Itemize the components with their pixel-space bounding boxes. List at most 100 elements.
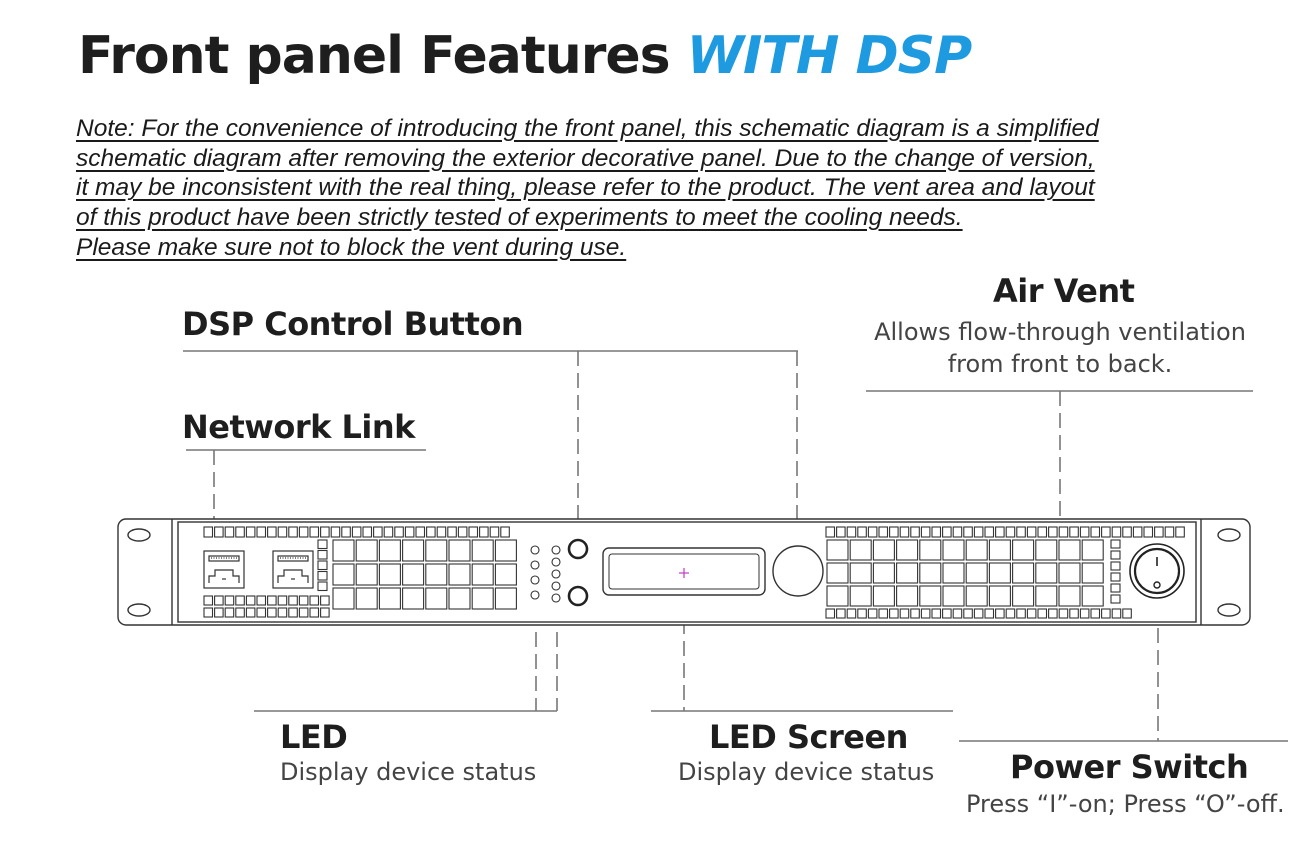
ethernet-port-icon	[272, 550, 314, 589]
vent-slot	[332, 587, 355, 610]
vent-slot	[298, 526, 309, 538]
ethernet-port-icon	[203, 550, 245, 589]
vent-slot	[245, 595, 256, 606]
vent-slot	[317, 539, 328, 550]
vent-slot	[447, 526, 457, 538]
vent-slot	[494, 587, 517, 610]
vent-slot	[1101, 526, 1111, 538]
vent-slot	[224, 595, 235, 606]
vent-slot	[277, 526, 288, 538]
vent-slot	[1016, 526, 1026, 538]
vent-slot	[288, 607, 298, 618]
vent-slot	[872, 562, 895, 584]
note-line: of this product have been strictly teste…	[76, 204, 963, 232]
vent-slot	[942, 539, 965, 561]
power-switch-inner	[1133, 547, 1181, 595]
vent-slot	[1005, 526, 1016, 538]
vent-slot	[984, 608, 995, 619]
vent-slot	[889, 608, 899, 619]
vent-slot	[1175, 526, 1185, 538]
vent-slot	[1110, 572, 1121, 582]
vent-slot	[1005, 608, 1016, 619]
vent-slot	[426, 526, 436, 538]
vent-slot	[896, 539, 919, 561]
dsp-button-down	[567, 585, 589, 607]
vent-slot	[1101, 608, 1111, 619]
note-block: Note: For the convenience of introducing…	[76, 114, 1266, 263]
vent-slot	[988, 562, 1011, 584]
lcd-screen	[602, 547, 766, 596]
vent-slot	[1026, 526, 1037, 538]
vent-slot	[1058, 526, 1069, 538]
vent-slot	[500, 526, 510, 538]
vent-slot	[224, 607, 235, 618]
vent-slot	[436, 526, 447, 538]
vent-slot	[245, 607, 256, 618]
vent-slot	[973, 608, 984, 619]
vent-slot	[332, 539, 355, 562]
vent-slot	[899, 608, 910, 619]
vent-slot	[942, 608, 952, 619]
vent-slot	[988, 539, 1011, 561]
vent-slot	[857, 608, 867, 619]
vent-slot	[330, 526, 341, 538]
vent-slot	[320, 607, 330, 618]
vent-slot	[1122, 526, 1132, 538]
vent-slot	[378, 587, 401, 610]
vent-slot	[235, 526, 245, 538]
vent-slot	[425, 587, 448, 610]
vent-slot	[872, 585, 895, 607]
vent-slot	[1079, 608, 1090, 619]
vent-slot	[1069, 608, 1079, 619]
vent-slot	[920, 608, 931, 619]
vent-slot	[1164, 526, 1175, 538]
vent-slot	[332, 563, 355, 586]
vent-slot	[494, 563, 517, 586]
vent-slot	[965, 585, 988, 607]
vent-slot	[919, 562, 942, 584]
vent-slot	[235, 595, 245, 606]
led-screen-desc: Display device status	[678, 758, 935, 786]
vent-slot	[896, 585, 919, 607]
vent-slot	[214, 595, 224, 606]
vent-slot	[1132, 526, 1143, 538]
air-vent-grid	[203, 526, 1185, 619]
vent-slot	[362, 526, 373, 538]
vent-slot	[825, 608, 836, 619]
vent-slot	[317, 560, 328, 571]
vent-slot	[857, 526, 867, 538]
vent-slot	[355, 539, 378, 562]
vent-slot	[963, 526, 973, 538]
vent-slot	[942, 562, 965, 584]
vent-slot	[1058, 585, 1081, 607]
status-leds	[530, 545, 561, 603]
vent-slot	[1090, 526, 1101, 538]
vent-slot	[394, 526, 404, 538]
vent-slot	[919, 585, 942, 607]
led-indicator	[551, 593, 561, 603]
vent-slot	[965, 562, 988, 584]
leader-lines	[183, 350, 1288, 742]
vent-slot	[826, 562, 849, 584]
vent-slot	[849, 562, 872, 584]
vent-slot	[471, 539, 494, 562]
vent-slot	[889, 526, 899, 538]
led-indicator	[551, 557, 561, 567]
led-indicator	[551, 545, 561, 555]
vent-slot	[448, 587, 471, 610]
vent-slot	[402, 539, 425, 562]
vent-slot	[952, 608, 963, 619]
vent-slot	[1081, 539, 1104, 561]
vent-slot	[1111, 526, 1122, 538]
vent-slot	[1058, 539, 1081, 561]
vent-slot	[931, 608, 942, 619]
vent-slot	[867, 526, 878, 538]
vent-slot	[457, 526, 468, 538]
vent-slot	[988, 585, 1011, 607]
vent-slot	[899, 526, 910, 538]
vent-slot	[1110, 561, 1121, 571]
vent-slot	[214, 526, 224, 538]
vent-slot	[825, 526, 836, 538]
vent-slot	[267, 607, 277, 618]
vent-slot	[910, 608, 920, 619]
